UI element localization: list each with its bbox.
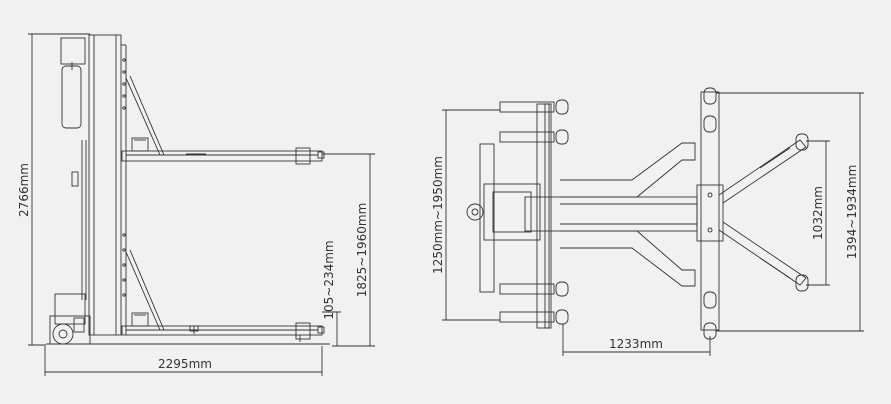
- dim-overall-height: [28, 33, 90, 346]
- dim-arm-reach: [442, 109, 500, 321]
- label-bottom-arm-height: 105~234mm: [322, 240, 336, 319]
- base-assembly: [46, 293, 330, 345]
- dim-arm-spacing: [562, 324, 711, 356]
- label-outer-width: 1394~1934mm: [845, 165, 859, 260]
- top-view: [442, 87, 864, 356]
- outer-arms: [718, 139, 807, 286]
- main-column: [88, 34, 122, 336]
- carriage-frame: [536, 103, 552, 329]
- motor-plate: [483, 183, 541, 241]
- dim-outer-width: [716, 92, 864, 332]
- label-inner-width: 1032mm: [811, 186, 825, 240]
- wheel: [52, 323, 74, 345]
- label-top-arm-height: 1825~1960mm: [355, 203, 369, 298]
- upper-platform: [121, 75, 325, 165]
- lower-platform: [121, 249, 325, 342]
- arm-stubs-left: [499, 101, 555, 323]
- dim-inner-width: [806, 140, 830, 286]
- wheels-left: [555, 99, 569, 325]
- dim-overall-length: [44, 346, 323, 376]
- label-overall-height: 2766mm: [17, 163, 31, 217]
- label-arm-spacing: 1233mm: [609, 337, 663, 351]
- rail-dots: [122, 58, 126, 297]
- pump-motor: [466, 203, 484, 221]
- hydraulic-tank: [61, 65, 82, 129]
- right-column: [700, 91, 720, 331]
- side-view: [28, 33, 375, 376]
- motor-unit: [60, 37, 86, 65]
- dim-top-arm-height: [322, 153, 375, 347]
- label-overall-length: 2295mm: [158, 357, 212, 371]
- wheels-right: [703, 87, 809, 340]
- dim-bottom-arm-height: [322, 311, 341, 346]
- label-arm-reach: 1250mm~1950mm: [431, 156, 445, 274]
